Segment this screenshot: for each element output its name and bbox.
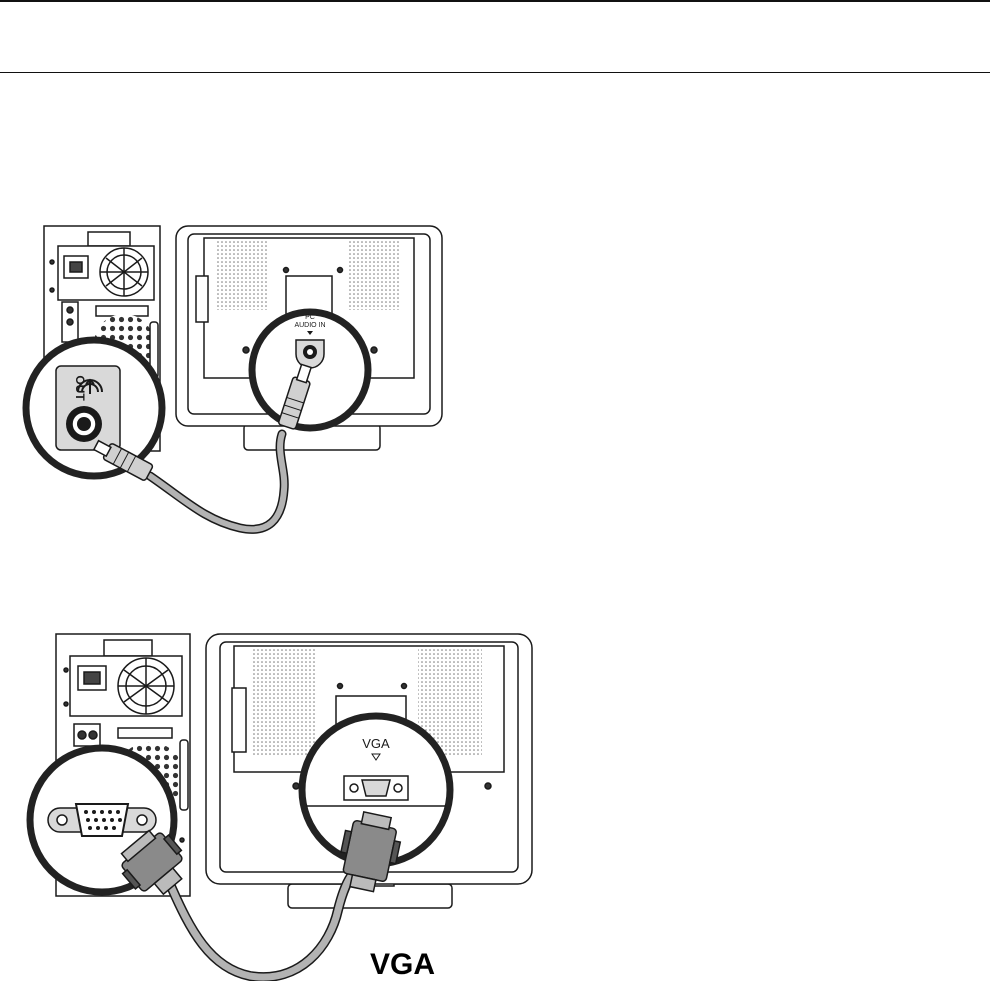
vga-connection-figure: VGA VGA <box>0 600 990 981</box>
monitor-port-label-line1: PC <box>305 314 315 321</box>
port-out-label: OUT <box>73 375 87 401</box>
audio-connection-figure: OUT PC AUDIO IN <box>0 0 990 560</box>
monitor-vga-port <box>362 780 390 796</box>
pc-audio-out-callout: OUT <box>26 340 162 476</box>
vga-caption: VGA <box>370 948 435 981</box>
monitor-vga-label: VGA <box>362 736 390 751</box>
monitor-port-label-line2: AUDIO IN <box>294 322 325 329</box>
